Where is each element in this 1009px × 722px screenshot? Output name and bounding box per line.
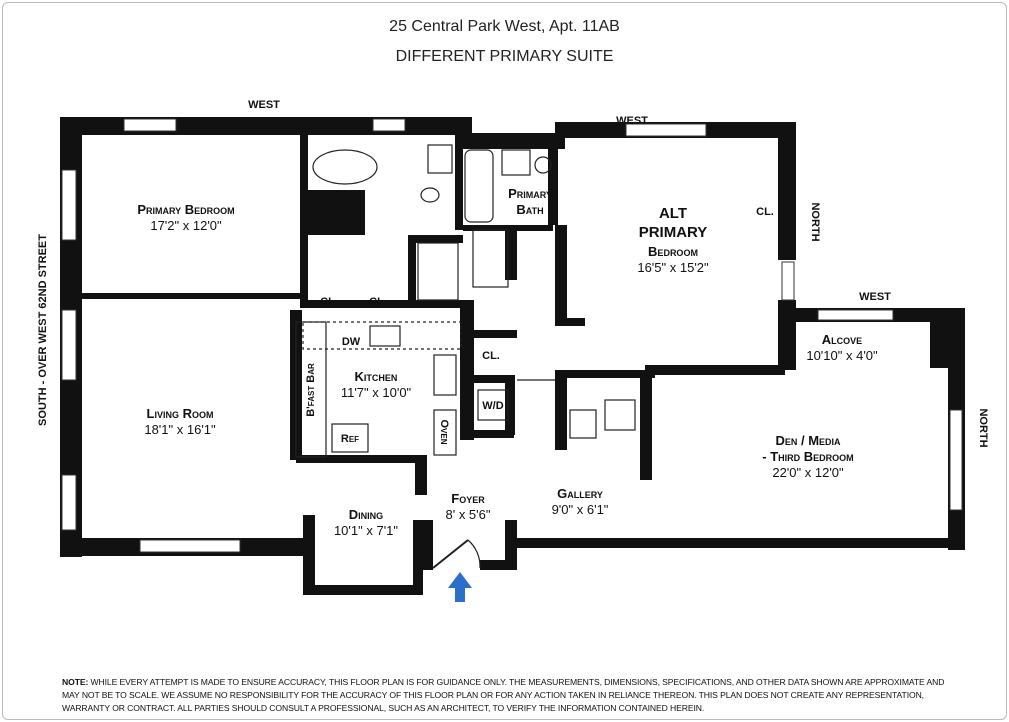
dishwasher-label: DW — [342, 336, 361, 348]
note-text: While every attempt is made to ensure ac… — [62, 677, 945, 713]
room-alcove-dims: 10'10" x 4'0" — [806, 348, 878, 363]
windows — [61, 118, 963, 553]
room-primary-bath: Bath — [516, 202, 543, 217]
room-kitchen-dims: 11'7" x 10'0" — [341, 385, 412, 400]
breakfast-bar-label: B'fast Bar — [305, 363, 317, 417]
washer-dryer — [477, 389, 509, 421]
toilet-icon — [534, 156, 552, 174]
room-alt-primary: Bedroom — [648, 244, 698, 259]
compass-west-label: West — [616, 115, 648, 127]
subtitle: DIFFERENT PRIMARY SUITE — [395, 48, 614, 65]
fridge-label: Ref — [341, 433, 359, 445]
toilet-icon — [420, 187, 440, 203]
entry-door — [432, 539, 469, 569]
cooktop-icon — [433, 354, 457, 396]
room-primary-bedroom-dims: 17'2" x 12'0" — [150, 218, 222, 233]
compass-west-label: West — [248, 99, 280, 111]
sink-icon — [501, 149, 531, 176]
room-dining-dims: 10'1" x 7'1" — [334, 523, 398, 538]
disclaimer-note: Note: While every attempt is made to ens… — [62, 676, 962, 715]
room-den: - Third Bedroom — [762, 449, 853, 464]
room-foyer: Foyer — [451, 491, 485, 506]
room-alt-primary-dims: 16'5" x 15'2" — [637, 260, 709, 275]
fridge — [331, 423, 369, 453]
room-kitchen: Kitchen — [355, 369, 398, 384]
compass-north-label: North — [977, 408, 989, 447]
toilet-icon — [569, 409, 597, 439]
closet-label: CL. — [369, 296, 387, 308]
closet-label: CL. — [756, 206, 774, 218]
street-label: South - Over West 62nd Street — [37, 234, 49, 426]
room-living-room: Living Room — [147, 406, 214, 421]
shower-icon — [417, 242, 459, 301]
room-foyer-dims: 8' x 5'6" — [446, 507, 491, 522]
note-lead: Note: — [62, 677, 89, 687]
sink-icon — [427, 144, 453, 174]
compass-west-label: West — [859, 291, 891, 303]
room-alcove: Alcove — [822, 332, 862, 347]
room-den: Den / Media — [775, 433, 841, 448]
room-alt-primary: ALT — [659, 205, 687, 222]
room-alt-primary: PRIMARY — [639, 224, 708, 241]
address-title: 25 Central Park West, Apt. 11AB — [389, 18, 620, 35]
sink-icon — [604, 399, 636, 431]
washer-dryer-label: W/D — [482, 400, 503, 412]
oven — [433, 409, 457, 456]
bathtub-icon — [312, 149, 378, 185]
room-primary-bath: Primary — [508, 186, 552, 201]
fixtures-graphics — [295, 144, 636, 569]
sink-icon — [369, 325, 401, 347]
tub-icon — [464, 149, 494, 223]
room-gallery: Gallery — [557, 486, 603, 501]
entry-arrow-icon — [448, 572, 472, 602]
compass-north-label: North — [809, 202, 821, 241]
room-dining: Dining — [349, 507, 383, 522]
closet-label: CL. — [320, 296, 338, 308]
shower-icon — [472, 229, 509, 288]
room-den-dims: 22'0" x 12'0" — [772, 465, 844, 480]
oven-label: Oven — [438, 419, 450, 444]
closet-label: CL. — [482, 350, 500, 362]
room-living-room-dims: 18'1" x 16'1" — [144, 422, 216, 437]
room-gallery-dims: 9'0" x 6'1" — [552, 502, 609, 517]
room-primary-bedroom: Primary Bedroom — [137, 202, 234, 217]
